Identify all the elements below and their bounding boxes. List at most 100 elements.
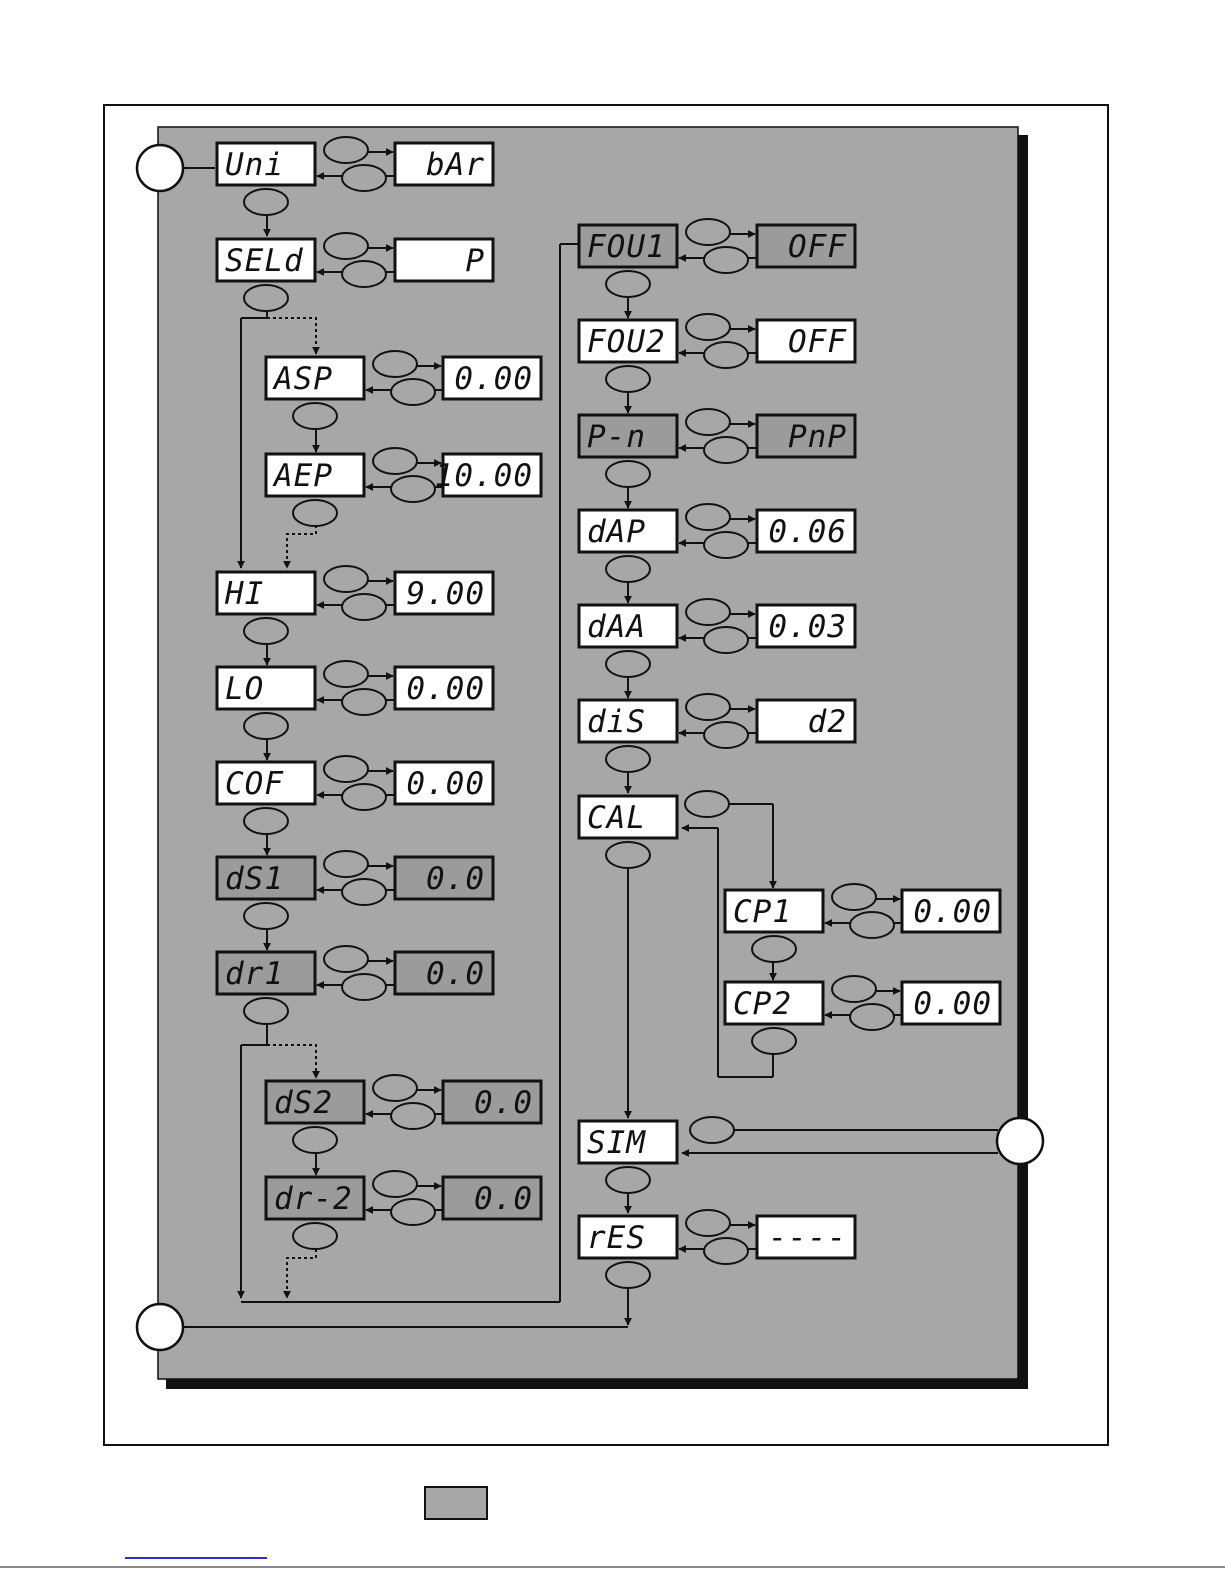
- pn-value: PnP: [788, 419, 847, 455]
- cp2-value: 0.00: [913, 986, 992, 1022]
- ds1-next-button-icon: [244, 903, 288, 929]
- dr1-set-button-icon: [324, 946, 368, 972]
- ds2-label: dS2: [274, 1085, 333, 1121]
- legend-swatch: [425, 1487, 487, 1519]
- cp1-next-button-icon: [752, 936, 796, 962]
- fou1-set-button-icon: [686, 219, 730, 245]
- asp-mode-button-icon: [391, 379, 435, 405]
- hi-next-button-icon: [244, 618, 288, 644]
- dap-label: dAP: [587, 514, 646, 550]
- res-set-button-icon: [686, 1210, 730, 1236]
- dap-set-button-icon: [686, 504, 730, 530]
- daa-mode-button-icon: [704, 627, 748, 653]
- ds1-value: 0.0: [426, 861, 485, 897]
- ds1-mode-button-icon: [342, 879, 386, 905]
- hi-value: 9.00: [406, 576, 485, 612]
- lo-set-button-icon: [324, 661, 368, 687]
- sim-label: SIM: [587, 1125, 646, 1161]
- cp2-set-button-icon: [832, 976, 876, 1002]
- dis-value: d2: [808, 704, 847, 740]
- dr1-mode-button-icon: [342, 974, 386, 1000]
- res-value: ----: [768, 1220, 847, 1256]
- dap-next-button-icon: [606, 556, 650, 582]
- cp2-mode-button-icon: [850, 1004, 894, 1030]
- dr2-mode-button-icon: [391, 1199, 435, 1225]
- seld-value: P: [465, 243, 485, 279]
- cp1-label: CP1: [733, 894, 792, 930]
- fou2-next-button-icon: [606, 366, 650, 392]
- ds2-value: 0.0: [474, 1085, 533, 1121]
- seld-label: SELd: [225, 243, 304, 279]
- dr2-next-button-icon: [293, 1223, 337, 1249]
- sim-enter-button-icon: [690, 1117, 734, 1143]
- dr2-value: 0.0: [474, 1181, 533, 1217]
- aep-next-button-icon: [293, 500, 337, 526]
- res-label: rES: [587, 1220, 646, 1256]
- cal-label: CAL: [587, 800, 646, 836]
- cof-next-button-icon: [244, 808, 288, 834]
- dr2-label: dr-2: [274, 1181, 353, 1217]
- daa-set-button-icon: [686, 599, 730, 625]
- fou2-value: OFF: [788, 324, 847, 360]
- dr1-next-button-icon: [244, 998, 288, 1024]
- entry-circle-top: [137, 145, 183, 191]
- ds2-set-button-icon: [373, 1075, 417, 1101]
- fou1-next-button-icon: [606, 271, 650, 297]
- daa-label: dAA: [587, 609, 646, 645]
- fou2-label: FOU2: [587, 324, 666, 360]
- aep-value: 10.00: [435, 458, 533, 494]
- aep-label: AEP: [272, 458, 333, 494]
- seld-set-button-icon: [324, 233, 368, 259]
- ds2-mode-button-icon: [391, 1103, 435, 1129]
- dr2-set-button-icon: [373, 1171, 417, 1197]
- lo-value: 0.00: [406, 671, 485, 707]
- dr1-label: dr1: [225, 956, 284, 992]
- ds2-next-button-icon: [293, 1127, 337, 1153]
- lo-label: LO: [225, 671, 264, 707]
- cp1-mode-button-icon: [850, 912, 894, 938]
- sim-next-button-icon: [606, 1167, 650, 1193]
- dr1-value: 0.0: [426, 956, 485, 992]
- dis-set-button-icon: [686, 694, 730, 720]
- dap-value: 0.06: [768, 514, 847, 550]
- uni-next-button-icon: [244, 189, 288, 215]
- aep-mode-button-icon: [391, 476, 435, 502]
- cal-enter-button-icon: [685, 791, 729, 817]
- cp1-set-button-icon: [832, 884, 876, 910]
- cof-set-button-icon: [324, 756, 368, 782]
- cal-next-button-icon: [606, 842, 650, 868]
- dis-label: diS: [587, 704, 646, 740]
- daa-next-button-icon: [606, 651, 650, 677]
- seld-next-button-icon: [244, 285, 288, 311]
- asp-label: ASP: [272, 361, 333, 397]
- asp-value: 0.00: [454, 361, 533, 397]
- uni-mode-button-icon: [342, 165, 386, 191]
- uni-label: Uni: [225, 147, 284, 183]
- asp-set-button-icon: [373, 351, 417, 377]
- uni-value: bAr: [426, 147, 485, 183]
- pn-label: P-n: [587, 419, 646, 455]
- pn-mode-button-icon: [704, 437, 748, 463]
- fou1-label: FOU1: [587, 229, 666, 265]
- ds1-label: dS1: [225, 861, 284, 897]
- uni-set-button-icon: [324, 137, 368, 163]
- fou2-mode-button-icon: [704, 342, 748, 368]
- res-next-button-icon: [606, 1262, 650, 1288]
- entry-circle-right: [997, 1118, 1043, 1164]
- hi-label: HI: [224, 576, 264, 612]
- cof-label: COF: [225, 766, 284, 802]
- daa-value: 0.03: [768, 609, 847, 645]
- dis-next-button-icon: [606, 746, 650, 772]
- pn-set-button-icon: [686, 409, 730, 435]
- dis-mode-button-icon: [704, 722, 748, 748]
- ds1-set-button-icon: [324, 851, 368, 877]
- entry-circle-bottom: [137, 1304, 183, 1350]
- fou2-set-button-icon: [686, 314, 730, 340]
- fou1-mode-button-icon: [704, 247, 748, 273]
- cp2-label: CP2: [733, 986, 792, 1022]
- lo-mode-button-icon: [342, 689, 386, 715]
- res-mode-button-icon: [704, 1238, 748, 1264]
- pn-next-button-icon: [606, 461, 650, 487]
- dap-mode-button-icon: [704, 532, 748, 558]
